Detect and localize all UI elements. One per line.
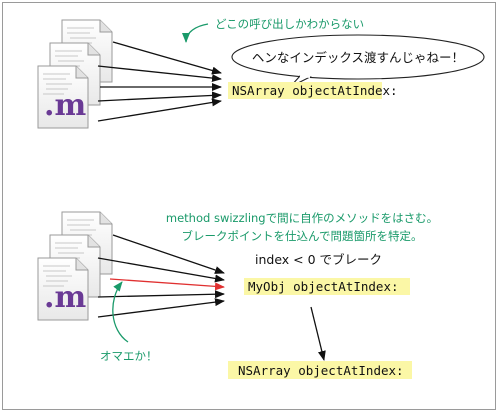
call-arrow: [97, 65, 222, 83]
call-arrow: [97, 290, 225, 299]
call-arrow: [97, 257, 225, 283]
bottom-call-arrows: [97, 234, 225, 318]
top-method-box: NSArray objectAtIndex:: [228, 82, 398, 99]
swizzled-method-label: MyObj objectAtIndex:: [248, 279, 399, 294]
file-extension-label: .m: [44, 88, 86, 123]
swizzled-method-box: MyObj objectAtIndex:: [244, 278, 410, 295]
culprit-pointer: [112, 281, 129, 343]
call-arrow: [97, 98, 222, 122]
top-call-arrows: [97, 41, 222, 122]
call-arrow: [97, 91, 222, 102]
bottom-file-stack: .m: [37, 211, 113, 321]
original-method-label: NSArray objectAtIndex:: [238, 363, 404, 378]
speech-bubble-text: ヘンなインデックス渡すんじゃねー！: [252, 50, 464, 65]
top-method-label: NSArray objectAtIndex:: [232, 83, 398, 98]
culprit-call-arrow: [109, 278, 225, 291]
bottom-annotation-line2: ブレークポイントを仕込んで問題箇所を特定。: [182, 229, 423, 243]
call-arrow: [97, 298, 225, 318]
annotation-pointer: [182, 23, 209, 43]
culprit-annotation: オマエか！: [100, 349, 158, 363]
breakpoint-condition: index < 0 でブレーク: [255, 252, 382, 267]
call-arrow: [112, 234, 225, 274]
top-file-stack: .m: [37, 19, 113, 129]
top-annotation: どこの呼び出しかわからない: [215, 17, 364, 31]
call-arrow: [112, 41, 222, 75]
bottom-annotation-line1: method swizzlingで間に自作のメソッドをはさむ。: [166, 211, 438, 225]
speech-bubble: ヘンなインデックス渡すんじゃねー！: [231, 34, 485, 88]
forward-arrow: [310, 306, 326, 361]
original-method-box: NSArray objectAtIndex:: [228, 361, 412, 379]
file-extension-label: .m: [44, 280, 86, 315]
